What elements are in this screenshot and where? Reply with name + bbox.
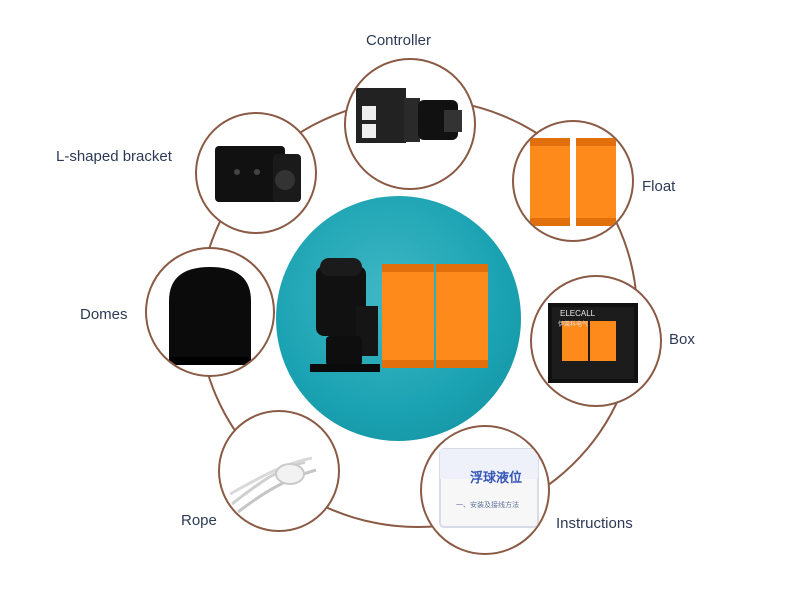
- bracket-node: [195, 112, 317, 234]
- label-box: Box: [669, 331, 695, 348]
- instructions-subtitle-text: 一、安装及接线方法: [456, 501, 519, 509]
- label-rope: Rope: [181, 512, 217, 529]
- label-instructions: Instructions: [556, 515, 633, 532]
- rope-node: [218, 410, 340, 532]
- rope-icon: [229, 456, 317, 514]
- label-domes: Domes: [80, 306, 128, 323]
- instructions-title-text: 浮球液位: [470, 471, 523, 486]
- box-icon: [548, 295, 638, 383]
- box-brand-sub-text: 伊莱科电气: [558, 321, 589, 328]
- center-product-disc: [276, 196, 521, 441]
- bracket-icon: [215, 146, 301, 202]
- label-float: Float: [642, 178, 676, 195]
- label-bracket: L-shaped bracket: [56, 148, 172, 165]
- float-switch-assembly-icon: [310, 258, 488, 372]
- controller-node: [344, 58, 476, 190]
- instructions-node: 浮球液位 一、安装及接线方法: [420, 425, 550, 555]
- float-icon: [530, 138, 616, 226]
- controller-icon: [356, 88, 462, 143]
- label-controller: Controller: [366, 32, 432, 49]
- box-node: ELECALL 伊莱科电气: [530, 275, 662, 407]
- instructions-icon: [439, 448, 539, 528]
- float-node: [512, 120, 634, 242]
- box-brand-text: ELECALL: [560, 309, 596, 318]
- domes-node: [145, 247, 275, 377]
- dome-icon: [169, 267, 251, 365]
